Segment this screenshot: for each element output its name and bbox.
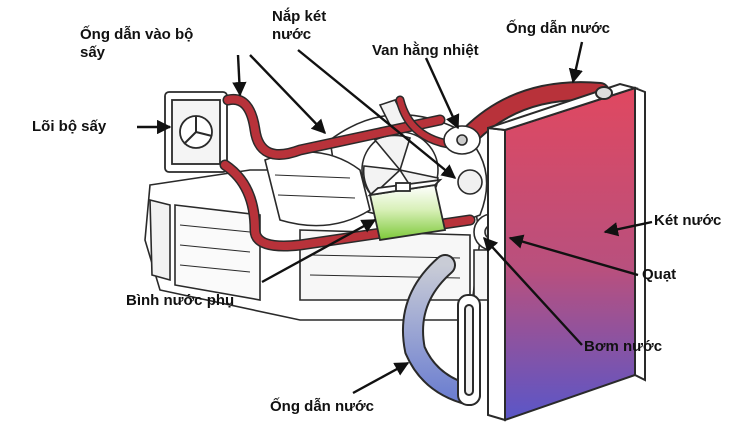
radiator xyxy=(457,82,646,422)
label-radiator-cap-line2: nước xyxy=(272,26,312,43)
label-lower-hose: Ống dẫn nước xyxy=(270,398,375,415)
label-reservoir: Bình nước phụ xyxy=(126,292,235,309)
leader-lines xyxy=(137,41,653,395)
label-radiator-cap: Nắp két nước xyxy=(272,8,326,44)
heater-core xyxy=(164,91,228,173)
reservoir-tank xyxy=(367,178,447,242)
label-heater-hose: Ống dẫn vào bộ sấy xyxy=(80,26,193,62)
label-heater-hose-line1: Ống dẫn vào bộ xyxy=(80,26,194,43)
label-heater-core: Lõi bộ sấy xyxy=(32,118,107,135)
arrow-radiator xyxy=(603,220,653,237)
label-upper-hose: Ống dẫn nước xyxy=(506,20,611,37)
thermostat-housing xyxy=(443,125,483,195)
label-radiator-cap-line1: Nắp két xyxy=(272,8,327,25)
arrow-reservoir xyxy=(261,218,377,284)
arrow-radiator-cap xyxy=(297,49,457,179)
arrow-thermostat xyxy=(424,57,460,130)
arrow-heater-hose-2 xyxy=(249,54,326,135)
label-water-pump: Bơm nước xyxy=(584,338,663,355)
label-radiator: Két nước xyxy=(654,212,722,229)
arrow-water-pump xyxy=(483,236,583,346)
arrow-fan xyxy=(508,234,639,277)
arrow-lower-hose xyxy=(352,361,410,395)
red-hoses xyxy=(219,81,610,252)
lower-hose xyxy=(402,254,481,406)
arrow-upper-hose xyxy=(568,41,584,84)
label-thermostat: Van hằng nhiệt xyxy=(372,42,479,59)
label-fan: Quạt xyxy=(642,266,677,283)
arrow-heater-hose xyxy=(232,54,247,97)
label-heater-hose-line2: sấy xyxy=(80,44,106,61)
